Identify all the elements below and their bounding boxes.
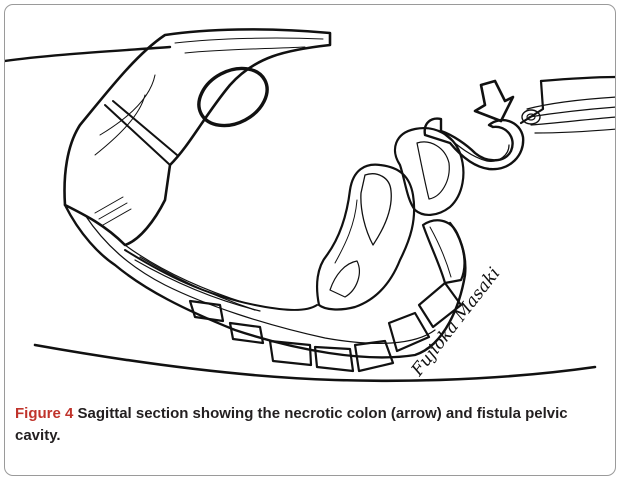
sacral-promontory (423, 220, 464, 283)
caption-text: Sagittal section showing the necrotic co… (15, 405, 568, 444)
colon-middle-lumen (417, 142, 449, 199)
pubic-bone-inner-line (95, 95, 145, 155)
figure-label: Figure 4 (15, 405, 73, 422)
vertebra-segment (190, 301, 223, 321)
fistula-tract (125, 250, 317, 310)
drain-tube (541, 77, 616, 81)
colon-lower-lumen (361, 174, 391, 245)
vertebra-segment (389, 313, 429, 351)
pubic-bone-inner-line (175, 38, 323, 43)
figure-panel: Fujioka Masaki Figure 4 Sagittal section… (4, 4, 616, 476)
hatch-lines (95, 197, 131, 225)
figure-caption: Figure 4 Sagittal section showing the ne… (15, 403, 575, 447)
colon-lower-segment (317, 165, 414, 310)
pelvic-floor-outline (65, 205, 465, 357)
sagittal-section-illustration: Fujioka Masaki (5, 5, 616, 401)
necrotic-colon-segment (425, 119, 523, 170)
arrow-icon (475, 81, 513, 121)
colon-lower-lumen (330, 261, 359, 297)
pelvic-floor-inner (85, 215, 435, 343)
pubic-bone-outline (65, 29, 330, 245)
symphysis-band (105, 101, 177, 165)
